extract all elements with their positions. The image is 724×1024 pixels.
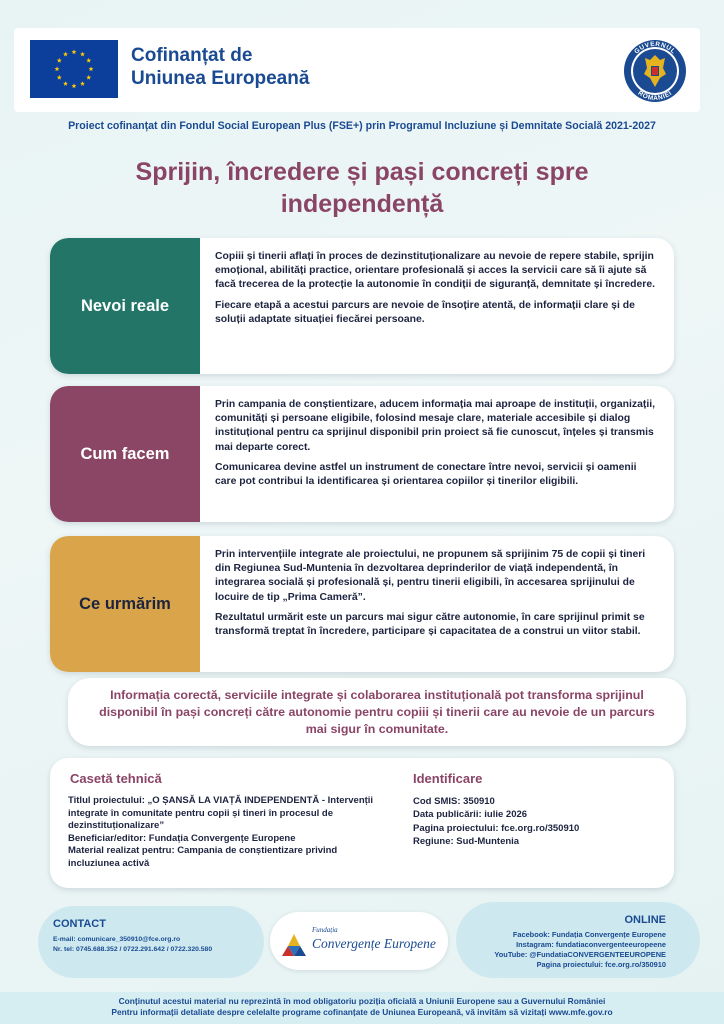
eu-star-icon — [63, 51, 68, 57]
id-line-region: Regiune: Sud-Muntenia — [413, 836, 520, 848]
foundation-emblem-icon: Fundația Convergențe Europene — [282, 926, 436, 956]
contact-pill: CONTACT E-mail: comunicare_350910@fce.or… — [38, 906, 264, 978]
eu-star-icon — [88, 66, 94, 72]
key-message-callout: Informația corectă, serviciile integrate… — [68, 678, 686, 746]
foundation-name: Convergențe Europene — [312, 936, 436, 951]
tech-box-title: Casetă tehnică — [70, 771, 162, 786]
section-body-nevoi-reale: Copiii și tinerii aflați în proces de de… — [215, 250, 660, 333]
romania-coat-of-arms-icon: GUVERNUL ROMÂNIEI — [624, 40, 686, 102]
footer-disclaimer: Conținutul acestui material nu reprezint… — [118, 996, 606, 1006]
foundation-logo: Fundația Convergențe Europene — [270, 912, 448, 970]
project-cofinancing-line: Proiect cofinanțat din Fondul Social Eur… — [68, 120, 656, 132]
footer-band: Conținutul acestui material nu reprezint… — [0, 992, 724, 1024]
section-paragraph: Rezultatul urmărit este un parcurs mai s… — [215, 611, 645, 638]
section-paragraph: Prin intervențiile integrate ale proiect… — [215, 549, 646, 603]
identification-title: Identificare — [413, 771, 483, 786]
section-label-nevoi-reale: Nevoi reale — [50, 238, 200, 374]
contact-title: CONTACT — [53, 918, 106, 930]
foundation-small-label: Fundația — [311, 926, 338, 934]
online-youtube[interactable]: YouTube: @FundatiaCONVERGENTEEUROPENE — [494, 950, 666, 959]
online-project-page[interactable]: Pagina proiectului: fce.org.ro/350910 — [536, 960, 666, 969]
government-logo: GUVERNUL ROMÂNIEI — [622, 38, 688, 104]
online-facebook[interactable]: Facebook: Fundația Convergențe Europene — [512, 930, 666, 939]
eu-star-icon — [56, 57, 62, 63]
tech-box-details: Titlul proiectului: „O ȘANSĂ LA VIAȚĂ IN… — [68, 795, 388, 871]
section-body-cum-facem: Prin campania de conștientizare, aducem … — [215, 398, 660, 495]
eu-star-icon — [63, 81, 68, 86]
section-body-ce-urmarim: Prin intervențiile integrate ale proiect… — [215, 548, 660, 645]
eu-flag-logo — [30, 40, 118, 98]
tech-line-material: Material realizat pentru: Campania de co… — [68, 845, 338, 869]
id-line-date: Data publicării: iulie 2026 — [413, 809, 528, 821]
section-label-cum-facem: Cum facem — [50, 386, 200, 522]
cofinantat-line: Cofinanțat de — [131, 45, 253, 66]
identification-details: Cod SMIS: 350910 Data publicării: iulie … — [413, 795, 653, 849]
id-line-smis: Cod SMIS: 350910 — [413, 796, 495, 807]
eu-flag-icon — [30, 40, 118, 98]
eu-star-icon — [71, 49, 77, 55]
eu-star-icon — [86, 74, 92, 80]
tech-line-title: Titlul proiectului: „O ȘANSĂ LA VIAȚĂ IN… — [68, 795, 374, 832]
section-label-ce-urmarim: Ce urmărim — [50, 536, 200, 672]
uniunea-line: Uniunea Europeană — [131, 68, 310, 89]
online-pill: ONLINE Facebook: Fundația Convergențe Eu… — [456, 902, 700, 978]
technical-info-box: Casetă tehnică Titlul proiectului: „O ȘA… — [50, 758, 674, 888]
id-line-page: Pagina proiectului: fce.org.ro/350910 — [413, 822, 580, 834]
eu-star-icon — [80, 51, 85, 57]
footer-info-link: Pentru informații detaliate despre celel… — [111, 1007, 613, 1017]
eu-star-icon — [80, 81, 85, 86]
cofinantat-text: Cofinanțat de Uniunea Europeană — [131, 44, 371, 90]
section-paragraph: Copiii și tinerii aflați în proces de de… — [215, 251, 656, 291]
contact-phone[interactable]: Nr. tel: 0745.688.352 / 0722.291.642 / 0… — [53, 946, 213, 953]
contact-email[interactable]: E-mail: comunicare_350910@fce.org.ro — [53, 936, 181, 943]
section-card-cum-facem: Cum facem Prin campania de conștientizar… — [50, 386, 674, 522]
eu-star-icon — [54, 66, 60, 72]
section-paragraph: Prin campania de conștientizare, aducem … — [215, 399, 655, 453]
section-paragraph: Comunicarea devine astfel un instrument … — [215, 461, 637, 488]
page-title: Sprijin, încredere și pași concreți spre… — [135, 158, 589, 218]
eu-star-icon — [56, 74, 62, 80]
eu-star-icon — [86, 57, 92, 63]
section-card-nevoi-reale: Nevoi reale Copiii și tinerii aflați în … — [50, 238, 674, 374]
online-title: ONLINE — [624, 914, 666, 926]
section-card-ce-urmarim: Ce urmărim Prin intervențiile integrate … — [50, 536, 674, 672]
eu-star-icon — [71, 83, 77, 89]
online-instagram[interactable]: Instagram: fundatiaconvergenteeuropeene — [516, 940, 666, 949]
section-paragraph: Fiecare etapă a acestui parcurs are nevo… — [215, 299, 635, 325]
header-band — [14, 28, 700, 112]
tech-line-beneficiary: Beneficiar/editor: Fundația Convergențe … — [68, 832, 296, 844]
